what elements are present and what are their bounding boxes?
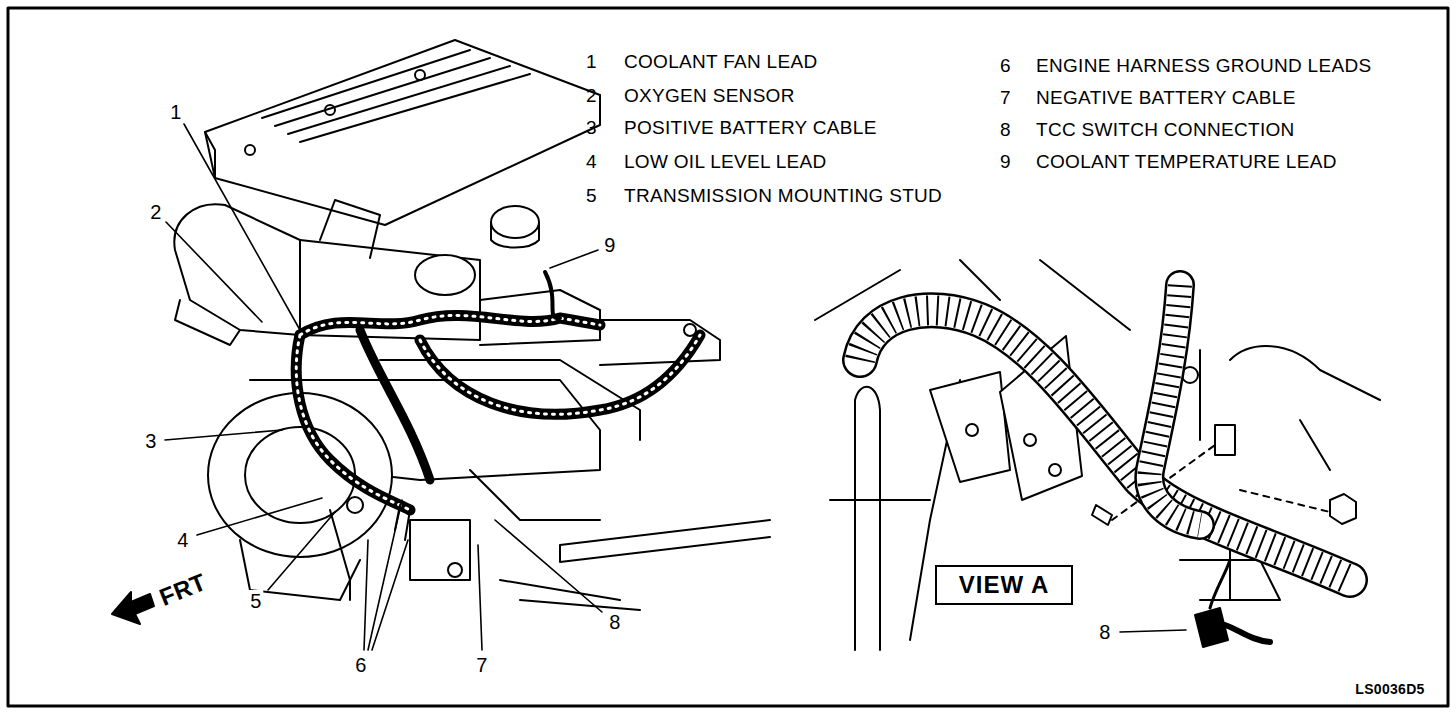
view-a-illustration bbox=[815, 260, 1456, 650]
intake-manifold bbox=[491, 222, 539, 248]
intake-manifold bbox=[175, 300, 240, 345]
wiring-harness bbox=[296, 315, 700, 510]
callout-number: 7 bbox=[474, 654, 489, 676]
view-a-illustration bbox=[1330, 494, 1356, 524]
tcc-connector bbox=[1195, 560, 1270, 647]
leader-lines bbox=[197, 498, 322, 535]
key-number: 7 bbox=[1000, 88, 1011, 109]
leader-lines bbox=[550, 250, 598, 268]
wiring-harness bbox=[296, 272, 700, 540]
intake-manifold bbox=[174, 204, 300, 335]
key-number: 9 bbox=[1000, 152, 1011, 173]
callout-number: 9 bbox=[602, 234, 617, 256]
corrugated-hose bbox=[860, 310, 1350, 580]
engine-block bbox=[470, 470, 600, 520]
key-number: 2 bbox=[586, 86, 597, 107]
key-number: 3 bbox=[586, 118, 597, 139]
view-a-illustration bbox=[1215, 425, 1235, 455]
leader-lines bbox=[166, 222, 262, 322]
valve-cover bbox=[245, 145, 255, 155]
engine-block bbox=[330, 510, 350, 600]
view-a-illustration bbox=[1200, 350, 1330, 470]
corrugated-hose bbox=[860, 310, 1350, 580]
intake-manifold bbox=[415, 255, 475, 295]
corrugated-hose bbox=[1149, 285, 1200, 525]
wiring-harness bbox=[420, 335, 700, 414]
leader-lines bbox=[364, 500, 408, 650]
view-a-illustration bbox=[966, 424, 978, 436]
valve-cover bbox=[415, 70, 425, 80]
key-text: LOW OIL LEVEL LEAD bbox=[624, 152, 827, 173]
wiring-harness bbox=[545, 272, 560, 318]
wiring-harness bbox=[296, 335, 410, 510]
view-label: VIEW A bbox=[959, 571, 1049, 599]
key-number: 6 bbox=[1000, 56, 1011, 77]
view-a-illustration bbox=[855, 387, 880, 650]
view-a-illustration bbox=[820, 289, 1456, 291]
callout-number: 8 bbox=[1097, 621, 1112, 643]
callout-number: 5 bbox=[248, 590, 263, 612]
corrugated-hose bbox=[1149, 285, 1200, 525]
view-a-illustration bbox=[1230, 346, 1380, 400]
front-label: FRT bbox=[154, 568, 212, 612]
tcc-connector bbox=[1225, 625, 1270, 642]
valve-cover bbox=[205, 40, 600, 225]
wiring-harness bbox=[360, 330, 430, 480]
key-text: TRANSMISSION MOUNTING STUD bbox=[624, 186, 942, 207]
figure-code: LS0036D5 bbox=[1353, 682, 1426, 697]
leader-lines bbox=[268, 512, 335, 590]
key-text: OXYGEN SENSOR bbox=[624, 86, 795, 107]
view-a-illustration bbox=[1024, 434, 1036, 446]
intake-manifold bbox=[600, 320, 720, 365]
key-text: COOLANT FAN LEAD bbox=[624, 52, 817, 73]
view-a-illustration bbox=[815, 260, 1130, 500]
corrugated-hose bbox=[1149, 285, 1200, 525]
view-a-illustration bbox=[930, 372, 1010, 482]
engine-block bbox=[380, 360, 640, 440]
leader-lines bbox=[165, 430, 282, 440]
callout-number: 4 bbox=[175, 529, 190, 551]
key-text: ENGINE HARNESS GROUND LEADS bbox=[1036, 56, 1371, 77]
key-number: 8 bbox=[1000, 120, 1011, 141]
corrugated-hose bbox=[860, 310, 1350, 580]
leader-lines bbox=[478, 545, 482, 650]
valve-cover bbox=[262, 50, 530, 142]
key-text: TCC SWITCH CONNECTION bbox=[1036, 120, 1295, 141]
corrugated-hose bbox=[860, 285, 1350, 580]
intake-manifold bbox=[174, 200, 720, 365]
callout-number: 6 bbox=[353, 654, 368, 676]
intake-manifold bbox=[320, 200, 380, 258]
engine-block bbox=[448, 563, 462, 577]
view-a-illustration bbox=[1049, 464, 1061, 476]
callout-number: 2 bbox=[148, 201, 163, 223]
key-number: 5 bbox=[586, 186, 597, 207]
frame bbox=[8, 8, 1448, 706]
leader-lines bbox=[495, 520, 602, 612]
key-text: COOLANT TEMPERATURE LEAD bbox=[1036, 152, 1337, 173]
engine-block bbox=[410, 520, 470, 580]
key-text: NEGATIVE BATTERY CABLE bbox=[1036, 88, 1296, 109]
leader-lines bbox=[184, 124, 300, 330]
view-label-box: VIEW A bbox=[935, 565, 1073, 605]
leader-lines bbox=[165, 124, 1186, 650]
view-a-illustration bbox=[1092, 505, 1112, 525]
key-text: POSITIVE BATTERY CABLE bbox=[624, 118, 877, 139]
key-number: 4 bbox=[586, 152, 597, 173]
tcc-connector bbox=[1210, 560, 1230, 608]
callout-number: 1 bbox=[168, 101, 183, 123]
key-number: 1 bbox=[586, 52, 597, 73]
engine-block bbox=[347, 497, 363, 513]
intake-manifold bbox=[491, 206, 539, 238]
engine-block bbox=[560, 520, 770, 562]
tcc-connector bbox=[1195, 608, 1228, 647]
callout-number: 3 bbox=[143, 430, 158, 452]
callout-number: 8 bbox=[607, 611, 622, 633]
view-a-illustration bbox=[1240, 490, 1330, 512]
leader-lines bbox=[1120, 630, 1186, 632]
valve-cover bbox=[325, 105, 335, 115]
valve-cover bbox=[205, 40, 600, 225]
front-arrow bbox=[112, 592, 154, 624]
